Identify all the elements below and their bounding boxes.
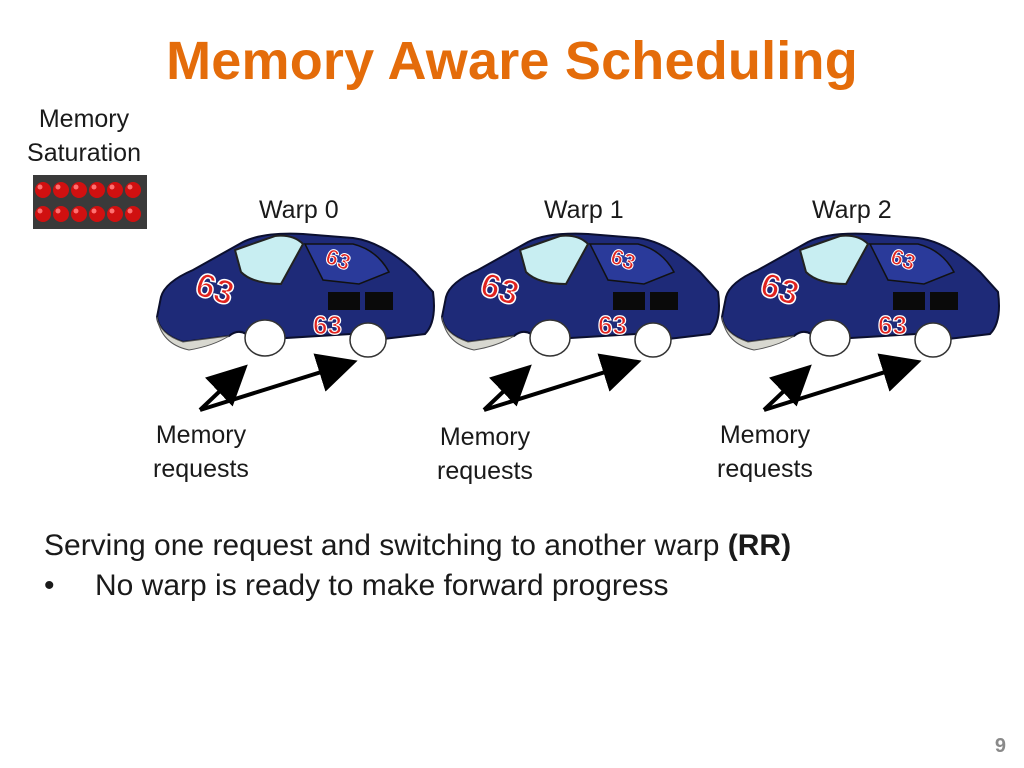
warp-1-label: Warp 1: [544, 196, 624, 224]
race-car-warp-0: 63 63 63: [155, 232, 435, 358]
request-label-line2: requests: [717, 455, 813, 483]
warp-2-label: Warp 2: [812, 196, 892, 224]
memory-saturation-label: Memory Saturation: [14, 102, 154, 170]
saturation-label-line2: Saturation: [27, 139, 141, 167]
race-car-warp-2: 63 63 63: [720, 232, 1000, 358]
saturation-meter-icon: [33, 175, 147, 229]
car-2-door-number: 63: [878, 310, 907, 340]
bullet-symbol: •: [44, 569, 55, 602]
warp-0-label: Warp 0: [259, 196, 339, 224]
body-line-1: Serving one request and switching to ano…: [44, 526, 791, 566]
saturation-label-line1: Memory: [38, 105, 130, 133]
request-label-line1: Memory: [155, 421, 247, 449]
request-label-line2: requests: [153, 455, 249, 483]
car-0-door-number: 63: [313, 310, 342, 340]
request-label-line1: Memory: [719, 421, 811, 449]
race-car-warp-1: 63 63 63: [440, 232, 720, 358]
body-line-1-text: Serving one request and switching to ano…: [44, 529, 728, 562]
car-1-door-number: 63: [598, 310, 627, 340]
memory-requests-label-warp-1: Memory requests: [410, 420, 560, 488]
body-line-1-bold: (RR): [727, 529, 792, 562]
slide-body: Serving one request and switching to ano…: [44, 526, 791, 606]
memory-requests-label-warp-2: Memory requests: [690, 418, 840, 486]
bullet-item: • No warp is ready to make forward progr…: [44, 566, 791, 606]
request-label-line2: requests: [437, 457, 533, 485]
slide-title: Memory Aware Scheduling: [166, 31, 858, 91]
memory-requests-label-warp-0: Memory requests: [126, 418, 276, 486]
page-number: 9: [994, 735, 1006, 757]
bullet-text: No warp is ready to make forward progres…: [95, 569, 669, 602]
request-label-line1: Memory: [439, 423, 531, 451]
